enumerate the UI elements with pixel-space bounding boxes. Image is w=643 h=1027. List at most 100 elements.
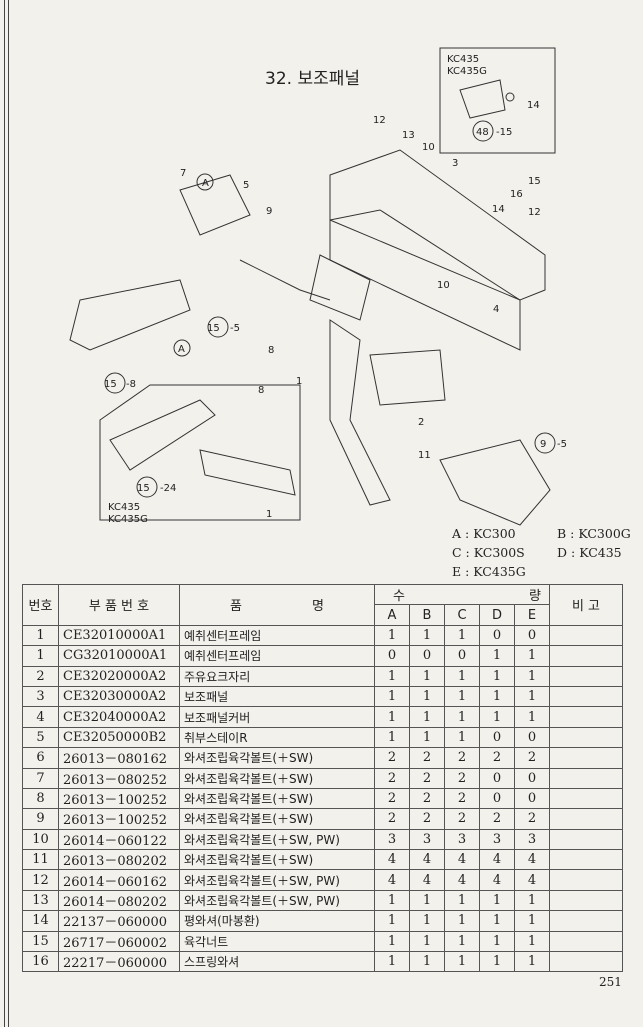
stay-5: [179, 174, 251, 236]
cell-remark: [549, 808, 623, 830]
cell-qty: 1: [514, 889, 550, 912]
cell-no: 16: [22, 951, 59, 973]
callout-circle: [173, 339, 191, 357]
cell-remark: [549, 951, 623, 973]
cell-no: 9: [22, 808, 59, 830]
cell-qty: 1: [409, 951, 445, 973]
cell-qty: 1: [514, 930, 550, 953]
callout-label: 2: [418, 417, 424, 428]
callout-label: 12: [528, 207, 541, 218]
cell-qty: 1: [409, 706, 445, 728]
cell-name: 와셔조립육각볼트(＋SW): [179, 747, 375, 769]
cell-qty: 1: [479, 889, 515, 912]
cell-remark: [549, 849, 623, 871]
yoke-2: [369, 349, 446, 406]
cell-qty: 0: [479, 726, 515, 749]
cell-name: 와셔조립육각볼트(＋SW): [179, 767, 375, 789]
callout-circle: [196, 173, 214, 191]
cell-qty: 2: [374, 808, 410, 830]
bracket-shape: [459, 79, 506, 119]
inset-box: [99, 384, 301, 521]
cell-qty: 2: [409, 787, 445, 810]
cell-qty: 0: [514, 767, 550, 789]
cell-name: 예취센터프레임: [179, 624, 375, 647]
callout-label: 3: [452, 158, 458, 169]
parts-diagram: 12 13 10 3 7 A 5 9 14 48 -15 15 16 14 12…: [69, 47, 567, 526]
cell-no: 14: [22, 910, 59, 932]
callout-label: 11: [418, 450, 431, 461]
cell-qty: 2: [514, 747, 550, 769]
cell-qty: 0: [514, 787, 550, 810]
cell-no: 2: [22, 665, 59, 687]
cell-part-no: CE32030000A2: [58, 685, 180, 708]
cell-qty: 1: [514, 951, 550, 973]
callout-label: -15: [496, 127, 512, 138]
cell-qty: 4: [479, 869, 515, 891]
cell-part-no: 26013－100252: [58, 787, 180, 810]
callout-label: 10: [422, 142, 435, 153]
cell-qty: 3: [409, 828, 445, 851]
cell-qty: 1: [409, 726, 445, 749]
cell-qty: 1: [444, 685, 480, 708]
cell-qty: 1: [479, 645, 515, 667]
tube-shape: [199, 449, 296, 496]
cell-name: 취부스테이R: [179, 726, 375, 749]
cell-name: 보조패널커버: [179, 706, 375, 728]
callout-label: 15: [528, 176, 541, 187]
callout-label: 1: [266, 509, 272, 520]
cell-name: 주유요크자리: [179, 665, 375, 687]
cell-qty: 2: [479, 747, 515, 769]
cell-name: 와셔조립육각볼트(＋SW): [179, 808, 375, 830]
cell-no: 13: [22, 889, 59, 912]
cell-qty: 4: [514, 869, 550, 891]
cell-no: 5: [22, 726, 59, 749]
callout-label: 15: [137, 483, 150, 494]
cell-part-no: CG32010000A1: [58, 645, 180, 667]
cell-name: 와셔조립육각볼트(＋SW): [179, 787, 375, 810]
cell-qty: 1: [479, 910, 515, 932]
cell-part-no: 26717－060002: [58, 930, 180, 953]
cell-qty: 0: [409, 645, 445, 667]
cell-no: 15: [22, 930, 59, 953]
cell-qty: 1: [374, 930, 410, 953]
seat-shape: [109, 399, 216, 471]
cell-qty: 2: [409, 747, 445, 769]
washer-shape: [505, 92, 515, 102]
cell-no: 4: [22, 706, 59, 728]
cell-qty: 1: [374, 665, 410, 687]
cell-qty: 1: [479, 930, 515, 953]
cell-remark: [549, 828, 623, 851]
cell-remark: [549, 685, 623, 708]
callout-label: 13: [402, 130, 415, 141]
cell-remark: [549, 624, 623, 647]
cell-qty: 1: [409, 624, 445, 647]
cell-qty: 0: [479, 767, 515, 789]
header-qty-d: D: [479, 604, 515, 626]
header-part-no: 부 품 번 호: [58, 584, 180, 626]
callout-label: -24: [160, 483, 176, 494]
cell-name: 보조패널: [179, 685, 375, 708]
cell-qty: 4: [409, 849, 445, 871]
legend-item: B : KC300G: [557, 526, 631, 541]
cell-part-no: CE32010000A1: [58, 624, 180, 647]
callout-circle: [136, 476, 158, 498]
callout-label: 48: [476, 127, 489, 138]
cell-qty: 4: [479, 849, 515, 871]
page-title: 32. 보조패널: [265, 69, 360, 89]
cell-part-no: 26013－080162: [58, 747, 180, 769]
cell-qty: 1: [479, 665, 515, 687]
binding-line: [8, 0, 9, 1027]
cell-qty: 0: [374, 645, 410, 667]
cell-qty: 1: [479, 951, 515, 973]
cover-4: [329, 219, 521, 351]
cell-remark: [549, 665, 623, 687]
cell-qty: 3: [444, 828, 480, 851]
